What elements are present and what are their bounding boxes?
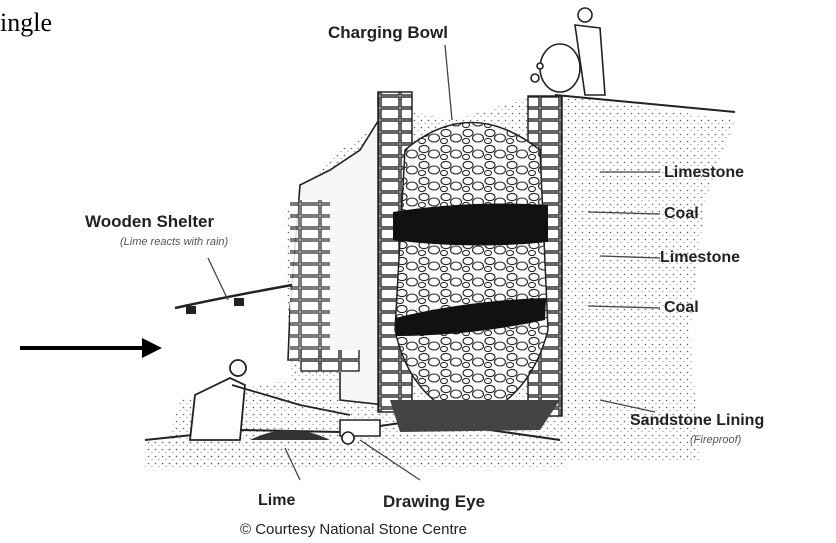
label-drawing-eye: Drawing Eye xyxy=(383,492,485,512)
label-sandstone-note: (Fireproof) xyxy=(690,434,741,446)
credit-line: © Courtesy National Stone Centre xyxy=(240,521,467,538)
arrow xyxy=(20,338,162,358)
label-wooden-shelter: Wooden Shelter xyxy=(85,212,214,232)
label-sandstone-lining: Sandstone Lining xyxy=(630,412,764,430)
label-coal-bottom: Coal xyxy=(664,299,699,317)
kiln-shaft-stones xyxy=(395,123,548,421)
label-charging-bowl: Charging Bowl xyxy=(328,23,448,43)
label-coal-top: Coal xyxy=(664,205,699,223)
step-bricks xyxy=(300,350,360,372)
coal-band-upper xyxy=(393,204,548,246)
wooden-shelter-roof xyxy=(175,285,292,308)
label-wooden-shelter-note: (Lime reacts with rain) xyxy=(120,236,228,248)
label-limestone-top: Limestone xyxy=(664,164,744,182)
label-limestone-mid: Limestone xyxy=(660,249,740,267)
worker-top xyxy=(531,8,605,95)
kiln-base xyxy=(390,400,560,432)
shelter-post-1 xyxy=(186,306,196,314)
label-lime: Lime xyxy=(258,492,295,510)
shelter-post-2 xyxy=(234,298,244,306)
ground-stipple xyxy=(145,440,565,470)
left-wall-bricks xyxy=(290,200,330,360)
